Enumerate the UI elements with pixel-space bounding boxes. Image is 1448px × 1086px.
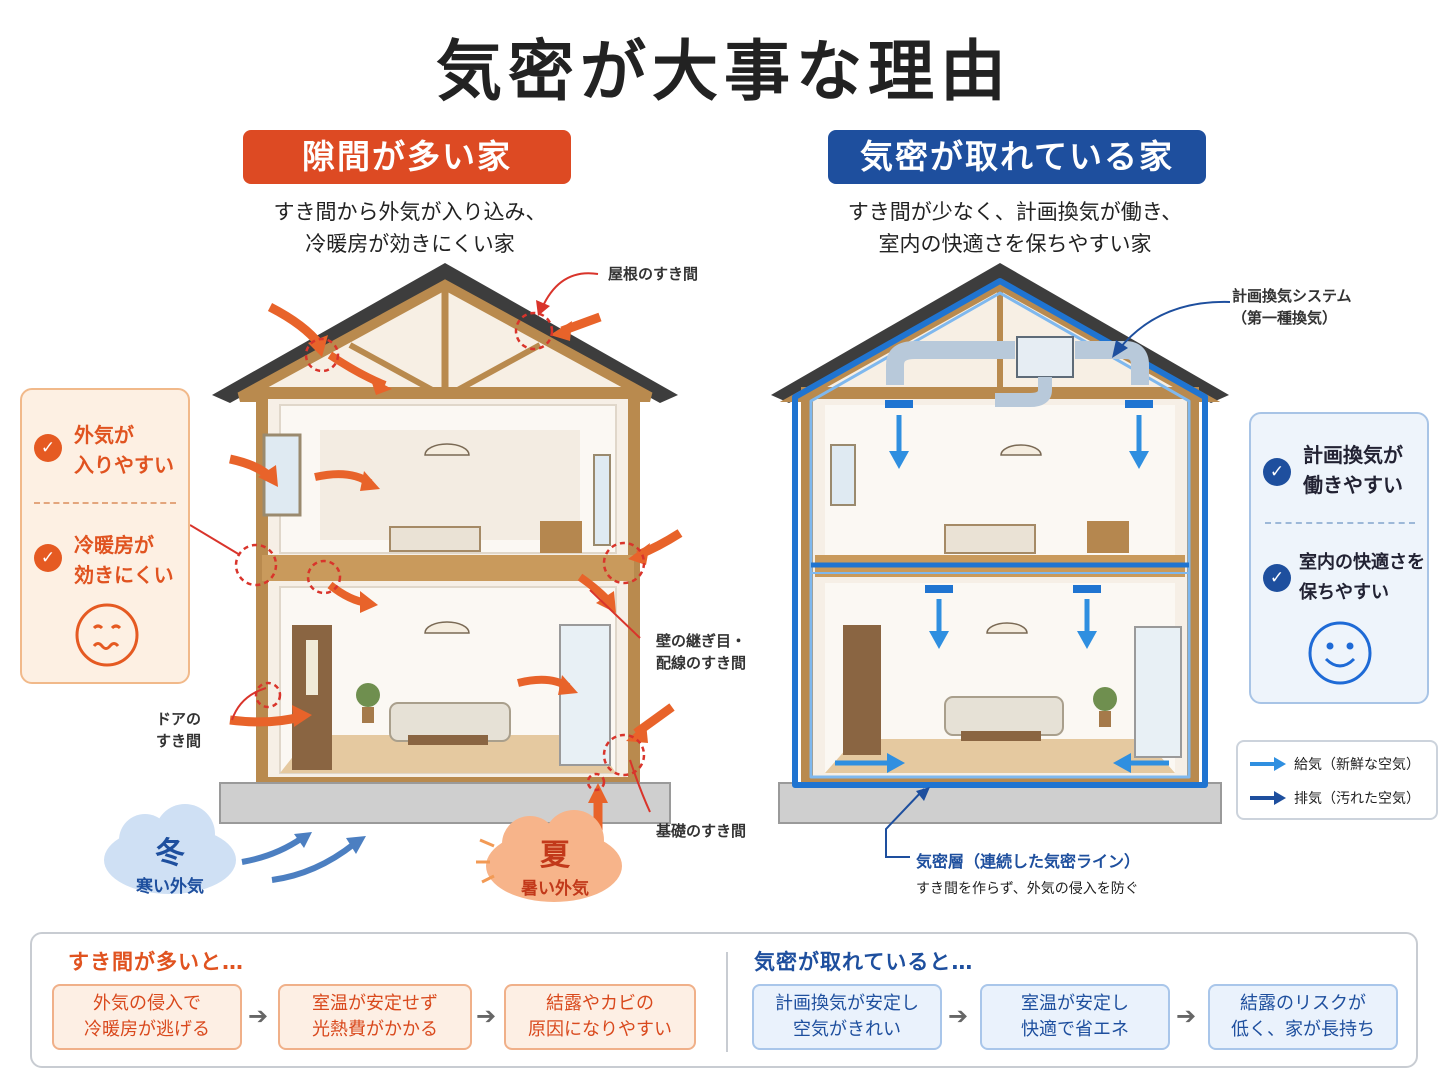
check-icon: ✓ bbox=[34, 544, 62, 572]
duct bbox=[886, 341, 1015, 385]
summer-small: 暑い外気 bbox=[521, 879, 589, 899]
arrow-right-icon: ➔ bbox=[1176, 1002, 1197, 1030]
leaky-house-illustration bbox=[212, 263, 683, 835]
airtight-benefit-2-line1: 室内の快適さを bbox=[1299, 552, 1425, 573]
airtight-benefit-1-line1: 計画換気が bbox=[1303, 443, 1403, 467]
ventilation-system-callout: 計画換気システム （第一種換気） bbox=[1232, 285, 1352, 329]
airflow-legend: 給気（新鮮な空気） 排気（汚れた空気） bbox=[1236, 740, 1438, 820]
leaky-step-3-line2: 原因になりやすい bbox=[528, 1019, 672, 1040]
winter-label: 冬 寒い外気 bbox=[110, 828, 230, 897]
airtight-step-1-line1: 計画換気が安定し bbox=[775, 993, 919, 1014]
leaky-step-1-line1: 外気の侵入で bbox=[93, 993, 201, 1014]
airtight-benefit-2: 室内の快適さを 保ちやすい bbox=[1299, 548, 1425, 608]
winter-big: 冬 bbox=[155, 836, 185, 871]
ventilation-unit bbox=[1016, 336, 1074, 378]
arrow-right-icon: ➔ bbox=[948, 1002, 969, 1030]
winter-small: 寒い外気 bbox=[136, 877, 204, 897]
arrow-right-icon: ➔ bbox=[476, 1002, 497, 1030]
leaky-problem-1: 外気が 入りやすい bbox=[74, 420, 174, 480]
airtight-layer-sub: すき間を作らず、外気の侵入を防ぐ bbox=[916, 881, 1139, 897]
airtight-subtitle-line1: すき間が少なく、計画換気が働き、 bbox=[847, 200, 1183, 224]
leaky-problem-2-line2: 効きにくい bbox=[74, 563, 174, 587]
door-gap-line2: すき間 bbox=[156, 732, 202, 750]
leaky-subtitle-line1: すき間から外気が入り込み、 bbox=[273, 200, 547, 224]
panel-divider bbox=[34, 502, 176, 504]
leaky-step-3-line1: 結露やカビの bbox=[546, 993, 654, 1014]
leaky-subtitle-line2: 冷暖房が効きにくい家 bbox=[305, 232, 515, 256]
arrow-right-icon: ➔ bbox=[248, 1002, 269, 1030]
airtight-subtitle-line2: 室内の快適さを保ちやすい家 bbox=[878, 232, 1152, 256]
leaky-problem-1-line1: 外気が bbox=[74, 423, 134, 447]
airtight-step-2-line1: 室温が安定し bbox=[1021, 993, 1129, 1014]
airtight-house-illustration bbox=[771, 263, 1229, 824]
leaky-problem-2-line1: 冷暖房が bbox=[74, 533, 154, 557]
summer-label: 夏 暑い外気 bbox=[490, 830, 620, 899]
check-icon: ✓ bbox=[1263, 458, 1291, 486]
winter-cloud bbox=[104, 804, 236, 894]
leaky-problem-1-line2: 入りやすい bbox=[74, 453, 174, 477]
leaky-step-2-line1: 室温が安定せず bbox=[312, 993, 438, 1014]
summer-cloud bbox=[476, 810, 622, 902]
check-icon: ✓ bbox=[34, 434, 62, 462]
door-gap-line1: ドアの bbox=[156, 710, 202, 728]
airtight-leader bbox=[885, 787, 930, 858]
leaky-problem-2: 冷暖房が 効きにくい bbox=[74, 530, 174, 590]
airtight-house-subtitle: すき間が少なく、計画換気が働き、 室内の快適さを保ちやすい家 bbox=[800, 196, 1230, 260]
panel-divider bbox=[1265, 522, 1415, 524]
airtight-step-3-line1: 結露のリスクが bbox=[1240, 993, 1366, 1014]
legend-exhaust: 排気（汚れた空気） bbox=[1294, 791, 1420, 807]
exhaust-arrow-icon bbox=[1250, 791, 1286, 805]
wall-gap-line2: 配線のすき間 bbox=[656, 654, 747, 672]
supply-arrow-icon bbox=[1250, 757, 1286, 771]
airtight-benefit-2-line2: 保ちやすい bbox=[1299, 582, 1389, 603]
legend-supply: 給気（新鮮な空気） bbox=[1294, 757, 1420, 773]
happy-face-icon bbox=[1308, 621, 1372, 685]
airtight-benefit-1: 計画換気が 働きやすい bbox=[1303, 440, 1403, 500]
airtight-layer-label: 気密層（連続した気密ライン） bbox=[916, 852, 1141, 871]
wall-gap-callout: 壁の継ぎ目・ 配線のすき間 bbox=[656, 630, 746, 674]
summer-big: 夏 bbox=[540, 838, 570, 873]
airtight-summary-heading: 気密が取れていると… bbox=[754, 950, 974, 974]
airtight-step-2: 室温が安定し快適で省エネ bbox=[980, 984, 1170, 1050]
airtight-step-3: 結露のリスクが低く、家が長持ち bbox=[1208, 984, 1398, 1050]
system-line2: （第一種換気） bbox=[1232, 309, 1338, 327]
leaky-step-2: 室温が安定せず光熱費がかかる bbox=[278, 984, 472, 1050]
leaky-callout-leaders bbox=[190, 272, 651, 813]
airtight-benefits-panel: ✓ 計画換気が 働きやすい ✓ 室内の快適さを 保ちやすい bbox=[1249, 412, 1429, 704]
leaky-step-1-line2: 冷暖房が逃げる bbox=[84, 1019, 210, 1040]
airtight-step-3-line2: 低く、家が長持ち bbox=[1231, 1019, 1375, 1040]
summary-box: すき間が多いと… 外気の侵入で冷暖房が逃げる ➔ 室温が安定せず光熱費がかかる … bbox=[30, 932, 1418, 1068]
roof-gap-callout: 屋根のすき間 bbox=[608, 265, 699, 283]
system-line1: 計画換気システム bbox=[1232, 287, 1352, 305]
wall-gap-line1: 壁の継ぎ目・ bbox=[656, 632, 747, 650]
airtight-step-2-line2: 快適で省エネ bbox=[1021, 1019, 1129, 1040]
leaky-problems-panel: ✓ 外気が 入りやすい ✓ 冷暖房が 効きにくい bbox=[20, 388, 190, 684]
system-leader bbox=[1112, 300, 1231, 358]
airtight-foundation bbox=[778, 782, 1222, 824]
leaky-step-2-line2: 光熱費がかかる bbox=[312, 1019, 438, 1040]
leaky-house-subtitle: すき間から外気が入り込み、 冷暖房が効きにくい家 bbox=[210, 196, 610, 260]
leaky-house-badge: 隙間が多い家 bbox=[243, 130, 571, 184]
summary-divider bbox=[726, 952, 728, 1052]
airtight-step-1: 計画換気が安定し空気がきれい bbox=[752, 984, 942, 1050]
leaky-step-1: 外気の侵入で冷暖房が逃げる bbox=[52, 984, 242, 1050]
leaky-step-3: 結露やカビの原因になりやすい bbox=[504, 984, 696, 1050]
door-gap-callout: ドアの すき間 bbox=[156, 708, 201, 752]
airtight-layer-line bbox=[792, 278, 1208, 788]
leaky-summary-heading: すき間が多いと… bbox=[68, 950, 244, 974]
leaky-floor-joist bbox=[262, 555, 634, 581]
cold-air-arrows bbox=[241, 832, 366, 883]
airtight-step-1-line2: 空気がきれい bbox=[793, 1019, 901, 1040]
sad-face-icon bbox=[75, 603, 139, 667]
airtight-house-badge: 気密が取れている家 bbox=[828, 130, 1206, 184]
foundation-gap-callout: 基礎のすき間 bbox=[656, 822, 747, 840]
check-icon: ✓ bbox=[1263, 564, 1291, 592]
airtight-benefit-1-line2: 働きやすい bbox=[1303, 473, 1403, 497]
page-title: 気密が大事な理由 bbox=[436, 33, 1012, 110]
